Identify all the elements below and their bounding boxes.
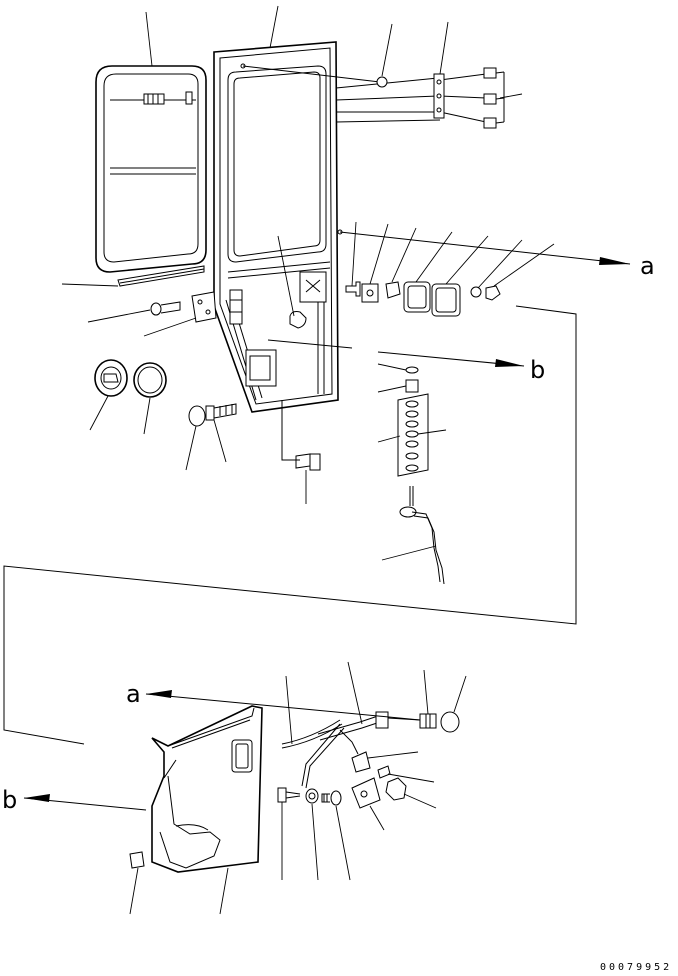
leader-line (277, 235, 295, 317)
reference-label-b: b (2, 786, 17, 814)
leader-line (377, 385, 407, 393)
leader-line (61, 283, 119, 287)
leader-line (219, 867, 229, 915)
leader-line (445, 235, 489, 285)
leader-line (415, 231, 453, 283)
reference-label-a: a (126, 680, 141, 708)
hardware-row (345, 281, 501, 317)
leader-line (347, 661, 363, 725)
weather-strip (117, 265, 205, 287)
leader-line (493, 243, 555, 287)
screw-bolt (150, 301, 181, 316)
connection-boundary (3, 305, 577, 745)
leader-line (403, 793, 437, 809)
leader-line (269, 5, 279, 49)
leader-line (381, 23, 393, 77)
door-frame (213, 41, 343, 413)
leader-line (477, 239, 523, 289)
figure-code: 00079952 (600, 962, 672, 973)
leader-line (145, 11, 153, 67)
leader-line (439, 21, 449, 75)
lower-spacer (377, 765, 391, 779)
reference-arrow-b-bottom: b (2, 786, 147, 814)
leader-line (387, 773, 435, 783)
lower-screw-row (277, 787, 342, 806)
leader-line (213, 419, 227, 463)
window-glass-panel (95, 65, 207, 273)
grommet (376, 76, 388, 88)
leader-line (423, 669, 429, 715)
lower-nut (385, 777, 407, 801)
spring-assembly (397, 366, 429, 477)
leader-line (391, 227, 417, 283)
hinge-bracket (191, 291, 217, 323)
leader-line (369, 805, 385, 831)
door-trim-panel (151, 705, 263, 873)
reference-arrow-b-top: b (377, 351, 545, 384)
leader-line (499, 93, 523, 99)
reference-label-a: a (640, 252, 655, 280)
bolt-with-washer (281, 400, 321, 471)
lower-bolt (387, 713, 437, 729)
leader-line (369, 223, 389, 285)
leader-line (143, 317, 197, 337)
leader-line (453, 675, 467, 713)
door-hinge (229, 271, 327, 387)
leader-line (285, 675, 293, 745)
reference-arrow-a-top: a (339, 231, 655, 280)
leader-line (377, 363, 407, 371)
leader-line (87, 309, 151, 323)
leader-line (311, 803, 319, 881)
leader-line (267, 339, 353, 349)
leader-line (417, 429, 447, 435)
leader-line (335, 805, 351, 881)
lower-bracket-small (351, 751, 371, 773)
door-handle-cover (94, 359, 128, 397)
leader-line (351, 221, 357, 287)
cable-ends (483, 67, 505, 129)
reference-label-b: b (530, 356, 545, 384)
door-latch (289, 311, 307, 329)
leader-line (185, 425, 197, 471)
cable-clip (433, 73, 445, 119)
leader-line (143, 397, 151, 435)
lower-cap (440, 711, 460, 733)
latch-rod (399, 486, 445, 585)
leader-line (89, 395, 109, 431)
inner-handle-lever (317, 711, 389, 755)
leader-line (381, 545, 437, 561)
inner-handle-rod (281, 719, 345, 789)
leader-line (129, 867, 139, 915)
seal-ring (133, 362, 167, 398)
leader-line (367, 751, 419, 759)
reference-arrow-a-bottom: a (126, 680, 421, 721)
cap-and-screw (188, 403, 237, 427)
panel-clip (129, 851, 145, 869)
lower-striker (351, 777, 381, 809)
leader-line (377, 435, 401, 443)
